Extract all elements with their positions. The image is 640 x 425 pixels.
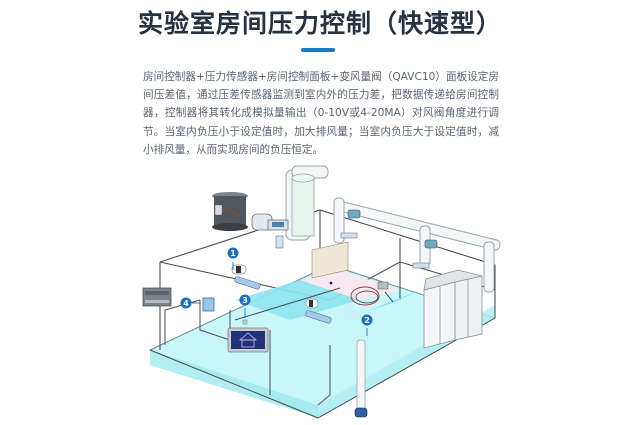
title-underline [301, 48, 335, 52]
badge-1-number: 1 [230, 249, 236, 258]
exhaust-cabinets [423, 269, 483, 349]
vav-damper-product [212, 192, 248, 231]
room-controller-device [142, 287, 172, 307]
badge-2-number: 2 [364, 316, 370, 325]
badge-2[interactable]: 2 [361, 314, 373, 337]
vertical-duct [354, 339, 368, 418]
scrubber-tower [291, 173, 315, 237]
badge-4-number: 4 [183, 299, 189, 308]
exhaust-fan [251, 213, 289, 249]
description-paragraph: 房间控制器+压力传感器+房间控制面板+变风量阀（QAVC10）面板设定房间压差值… [143, 68, 499, 159]
vav-valves [340, 209, 438, 269]
wall-sensor [202, 297, 215, 312]
badge-4[interactable]: 4 [180, 297, 201, 309]
page-title: 实验室房间压力控制（快速型） [137, 9, 502, 38]
room-vav-units [231, 264, 333, 324]
touch-control-panel [227, 327, 269, 353]
badge-3-number: 3 [242, 296, 248, 305]
badge-1[interactable]: 1 [227, 247, 239, 271]
description-text: 房间控制器+压力传感器+房间控制面板+变风量阀（QAVC10）面板设定房间压差值… [143, 71, 499, 156]
lab-room-diagram: 1 2 3 4 [142, 165, 501, 419]
pressure-sensor-device [350, 281, 394, 306]
badge-3[interactable]: 3 [239, 294, 251, 319]
room-sensor [242, 319, 248, 325]
